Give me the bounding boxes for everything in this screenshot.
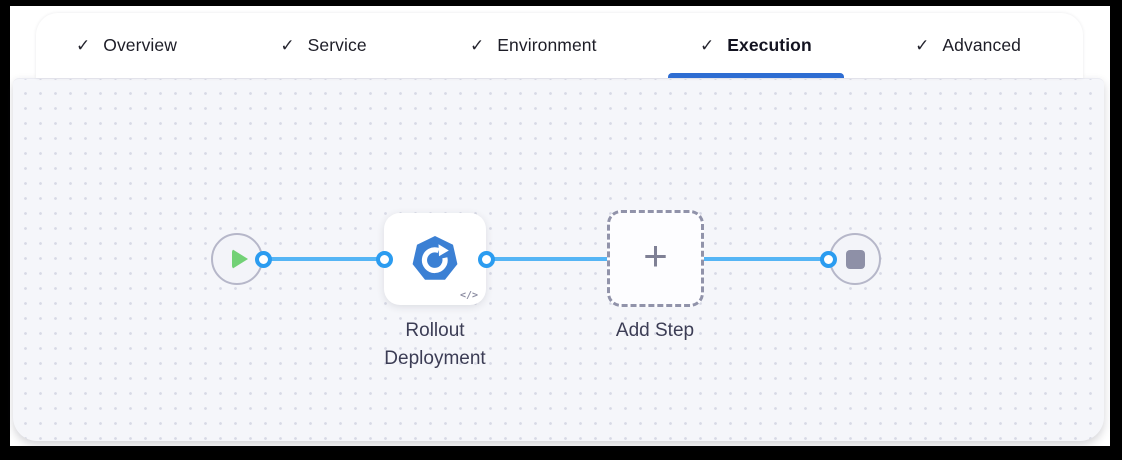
step-node-rollout-deployment[interactable]: </>	[384, 213, 486, 305]
play-icon	[232, 249, 248, 269]
check-icon: ✓	[699, 36, 715, 55]
connector-port-step-out[interactable]	[478, 251, 495, 268]
connector-port-end[interactable]	[820, 251, 837, 268]
pipeline-start-node[interactable]	[211, 233, 263, 285]
plus-icon: +	[643, 232, 668, 279]
check-icon: ✓	[470, 36, 485, 55]
check-icon: ✓	[915, 36, 930, 55]
connector-port-start[interactable]	[255, 251, 272, 268]
tab-environment-label: Environment	[497, 35, 597, 55]
step-node-label: Rollout Deployment	[384, 320, 486, 369]
tab-overview-label: Overview	[103, 35, 177, 55]
pipeline-canvas[interactable]: </> + Rollout Deployment Add Step	[13, 78, 1104, 441]
stop-icon	[845, 249, 865, 269]
check-icon: ✓	[76, 36, 91, 55]
connector-port-step-in[interactable]	[376, 251, 393, 268]
kubernetes-rollout-icon	[412, 236, 458, 280]
tab-advanced-label: Advanced	[942, 35, 1021, 55]
edge-start-to-step	[263, 257, 384, 261]
stage-tabbar: ✓ Overview ✓ Service ✓ Environment ✓ Exe…	[36, 13, 1083, 78]
tab-advanced[interactable]: ✓ Advanced	[881, 13, 1055, 78]
tab-service-label: Service	[307, 35, 367, 55]
tab-environment[interactable]: ✓ Environment	[436, 13, 631, 78]
stage-editor-page: ✓ Overview ✓ Service ✓ Environment ✓ Exe…	[10, 6, 1110, 446]
tab-service[interactable]: ✓ Service	[246, 13, 400, 78]
add-step-label: Add Step	[615, 320, 695, 341]
tab-execution[interactable]: ✓ Execution	[666, 13, 846, 78]
tab-overview[interactable]: ✓ Overview	[42, 13, 211, 78]
pipeline-end-node[interactable]	[829, 233, 881, 285]
code-icon: </>	[459, 290, 478, 301]
check-icon: ✓	[280, 36, 295, 55]
add-step-button[interactable]: +	[607, 210, 704, 307]
tab-execution-label: Execution	[727, 35, 812, 55]
